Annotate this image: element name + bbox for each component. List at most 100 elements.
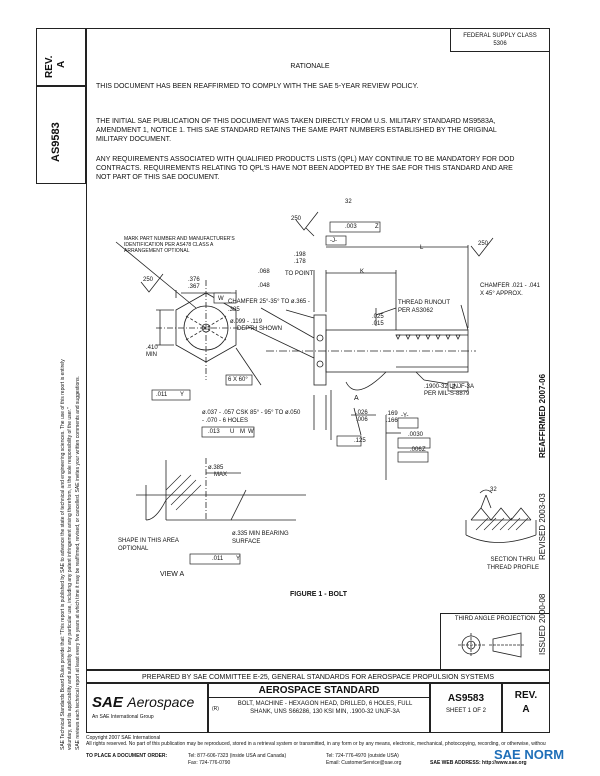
fcf-006: .006 bbox=[410, 447, 422, 453]
rationale-p1: THIS DOCUMENT HAS BEEN REAFFIRMED TO COM… bbox=[96, 83, 419, 90]
dim-166: .166 bbox=[386, 418, 398, 424]
shape-note: SHAPE IN THIS AREA OPTIONAL bbox=[118, 538, 179, 552]
chamfer-head: CHAMFER 25°-35° TO ø.365 - .385 bbox=[228, 299, 310, 313]
tel-outside: Tel: 724-776-4970 (outside USA) bbox=[326, 753, 399, 759]
angle-32b: 32 bbox=[490, 487, 497, 493]
fcf-y-b: Y bbox=[236, 556, 241, 562]
dim-026: .026 bbox=[356, 410, 368, 416]
thread-spec: .1900-32 UNJF-3A bbox=[424, 384, 475, 390]
datum-w: W bbox=[218, 296, 224, 302]
fcf-0030: .0030 bbox=[408, 432, 424, 438]
sae-logo: SAE Aerospace bbox=[92, 694, 194, 712]
fcf-u: U bbox=[230, 429, 235, 435]
box-125: .125 bbox=[354, 438, 366, 444]
main-frame bbox=[86, 28, 550, 670]
title-block-logo-cell bbox=[86, 683, 208, 733]
dim-410: .410 bbox=[146, 345, 158, 351]
title-code: (R) bbox=[212, 706, 219, 712]
depth-shown: DEPTH SHOWN bbox=[237, 326, 282, 332]
dim-385: ø.385 bbox=[208, 465, 224, 471]
header-rev-label: REV. bbox=[44, 55, 55, 78]
drill-dia: ø.099 - .119 bbox=[230, 319, 262, 325]
tel-inside: Tel: 877-606-7323 (inside USA and Canada… bbox=[188, 753, 287, 759]
fsc-label: FEDERAL SUPPLY CLASS bbox=[463, 33, 537, 39]
dim-385-max: MAX bbox=[214, 472, 228, 478]
hex-6x60: 6 X 60° bbox=[228, 377, 248, 383]
sae-logo-sub: Aerospace bbox=[127, 694, 195, 710]
document-title: BOLT, MACHINE - HEXAGON HEAD, DRILLED, 6… bbox=[237, 701, 413, 715]
rights-notice: All rights reserved. No part of this pub… bbox=[86, 741, 546, 747]
fcf-z: Z bbox=[422, 447, 426, 453]
angle-32: 32 bbox=[345, 199, 352, 205]
title-block-rev-cell bbox=[502, 683, 550, 733]
email: Email: CustomerService@sae.org bbox=[326, 760, 402, 766]
header-docnum-box bbox=[36, 86, 86, 184]
datum-y: -Y- bbox=[401, 413, 409, 419]
dim-376: .376 bbox=[188, 277, 200, 283]
margin-note-2: voluntary, and its applicability and sui… bbox=[67, 407, 73, 750]
to-point: TO POINT bbox=[285, 271, 314, 277]
fsc-value: 5306 bbox=[493, 41, 507, 47]
header-doc-number: AS9583 bbox=[50, 122, 62, 162]
fcf-perp-ref: Z bbox=[375, 224, 379, 230]
surface-250-a: 250 bbox=[291, 216, 302, 222]
header-rev-value: A bbox=[56, 60, 67, 68]
bolt-head-side bbox=[313, 314, 327, 386]
dim-198: .198 bbox=[294, 252, 306, 258]
view-a-mark: A bbox=[354, 395, 359, 402]
fcf-perp: .003 bbox=[345, 224, 357, 230]
dim-048: .048 bbox=[258, 283, 270, 289]
title-block-number-cell bbox=[430, 683, 502, 733]
aerospace-standard: AEROSPACE STANDARD bbox=[258, 685, 380, 696]
sae-logo-main: SAE bbox=[92, 694, 123, 711]
dim-367: .367 bbox=[188, 284, 200, 290]
dim-178: .178 bbox=[294, 259, 306, 265]
fcf-w: W bbox=[248, 429, 254, 435]
dim-015: .015 bbox=[372, 321, 384, 327]
dim-169: .169 bbox=[386, 411, 398, 417]
mark-note: MARK PART NUMBER AND MANUFACTURER'S IDEN… bbox=[124, 236, 235, 254]
rationale-title: RATIONALE bbox=[290, 63, 330, 70]
per-mil: PER MIL-S-8879 bbox=[424, 391, 470, 397]
bolt-drawing bbox=[115, 211, 537, 565]
fcf-011-b: .011 bbox=[212, 556, 224, 562]
sae-norm-watermark: SAE NORM bbox=[494, 747, 565, 762]
dim-k: K bbox=[360, 269, 365, 275]
section-note: SECTION THRU THREAD PROFILE bbox=[486, 557, 539, 571]
rationale-p2: THE INITIAL SAE PUBLICATION OF THIS DOCU… bbox=[96, 118, 497, 143]
margin-note-3: SAE reviews each technical report at lea… bbox=[75, 376, 81, 750]
surface-250-c: 250 bbox=[143, 277, 154, 283]
order-label: TO PLACE A DOCUMENT ORDER: bbox=[86, 753, 168, 759]
third-angle-box bbox=[440, 613, 550, 670]
datum-z: -Z- bbox=[450, 385, 458, 391]
document-number: AS9583 bbox=[447, 693, 485, 704]
datum-j: -J- bbox=[330, 238, 337, 244]
bearing-note: ø.335 MIN BEARING SURFACE bbox=[232, 531, 289, 545]
prepared-by: PREPARED BY SAE COMMITTEE E-25, GENERAL … bbox=[86, 670, 550, 683]
thread-runout: THREAD RUNOUT PER AS3062 bbox=[398, 300, 450, 314]
figure-caption: FIGURE 1 - BOLT bbox=[290, 591, 348, 598]
third-angle-label: THIRD ANGLE PROJECTION bbox=[454, 616, 536, 622]
fcf-m: M bbox=[240, 429, 245, 435]
third-angle-symbol bbox=[458, 632, 525, 658]
web-address: SAE WEB ADDRESS: http://www.sae.org bbox=[430, 760, 527, 766]
header-rev-box bbox=[36, 28, 86, 86]
rationale-p3: ANY REQUIREMENTS ASSOCIATED WITH QUALIFI… bbox=[96, 156, 515, 181]
margin-note-1: SAE Technical Standards Board Rules prov… bbox=[60, 359, 66, 750]
dim-410-min: MIN bbox=[146, 352, 157, 358]
fcf-013: .013 bbox=[208, 429, 220, 435]
sae-logo-tagline: An SAE International Group bbox=[92, 714, 154, 720]
dim-l: L bbox=[420, 245, 424, 251]
dim-068: .068 bbox=[258, 269, 270, 275]
title-block-main-cell bbox=[208, 683, 430, 733]
fcf-011-a: .011 bbox=[156, 392, 168, 398]
surface-250-b: 250 bbox=[478, 241, 489, 247]
chamfer-end: CHAMFER .021 - .041 X 45° APPROX. bbox=[480, 283, 541, 297]
dim-006: .006 bbox=[356, 417, 368, 423]
view-a-label: VIEW A bbox=[160, 571, 185, 578]
fcf-y-a: Y bbox=[180, 392, 185, 398]
copyright: Copyright 2007 SAE International bbox=[86, 735, 161, 741]
csk-note: ø.037 - .057 CSK 85° - 95° TO ø.050 - .0… bbox=[202, 410, 301, 424]
dim-025: .025 bbox=[372, 314, 384, 320]
title-rev-label: REV. bbox=[514, 690, 538, 701]
